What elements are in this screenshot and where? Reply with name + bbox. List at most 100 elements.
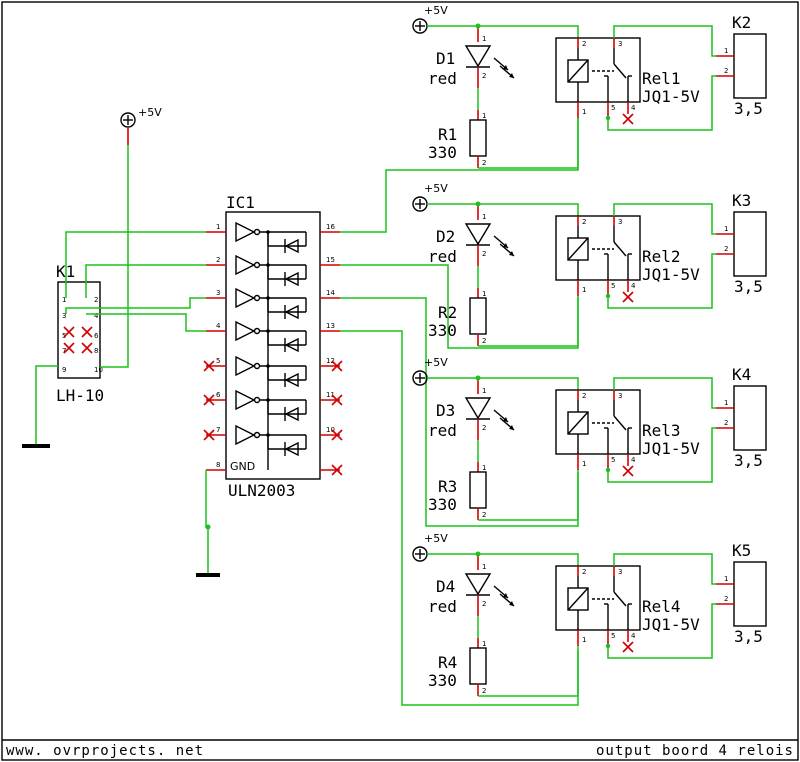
svg-text:2: 2 — [582, 40, 586, 48]
wire-k1-ic-in3 — [65, 297, 206, 314]
svg-text:1: 1 — [482, 640, 486, 648]
relay-value: JQ1-5V — [642, 265, 700, 284]
resistor-value: 330 — [428, 671, 457, 690]
driver-stage-7: 7 10 — [203, 424, 343, 457]
led-color: red — [428, 69, 457, 88]
led-ref: D1 — [436, 49, 455, 68]
wire-out3-relay3 — [340, 297, 579, 527]
svg-text:1: 1 — [582, 286, 586, 294]
ic1-pin-label: 3 — [216, 289, 220, 297]
k1-pin-2: 2 — [94, 296, 98, 304]
unused-pin-mark — [622, 113, 634, 125]
svg-text:2: 2 — [724, 595, 728, 603]
supply-symbol-k1: +5V — [120, 106, 162, 128]
svg-text:1: 1 — [482, 35, 486, 43]
wire-out1-relay1 — [340, 118, 579, 233]
svg-text:1: 1 — [582, 460, 586, 468]
led-color: red — [428, 247, 457, 266]
ic1-pin-label: 5 — [216, 357, 220, 365]
ic1-value: ULN2003 — [228, 481, 295, 500]
supply-label: +5V — [424, 182, 448, 195]
terminal-K3: 12 — [716, 211, 767, 277]
k1-pin-10: 10 — [94, 366, 103, 374]
resistor-R3: 12 — [469, 440, 487, 520]
ground-symbol-ic1 — [196, 470, 220, 577]
resistor-ref: R2 — [438, 303, 457, 322]
svg-text:5: 5 — [611, 456, 615, 464]
svg-text:2: 2 — [482, 687, 486, 695]
terminal-ref: K2 — [732, 13, 751, 32]
k1-pin-7: 7 — [62, 347, 66, 355]
svg-text:2: 2 — [482, 511, 486, 519]
ic1-pin-label: 2 — [216, 256, 220, 264]
terminal-K2: 12 — [716, 33, 767, 99]
relay-value: JQ1-5V — [642, 87, 700, 106]
svg-text:2: 2 — [582, 392, 586, 400]
resistor-R4: 12 — [469, 616, 487, 696]
wire-out4-relay4 — [340, 330, 579, 706]
svg-text:5: 5 — [611, 104, 615, 112]
svg-text:2: 2 — [482, 600, 486, 608]
led-ref: D2 — [436, 227, 455, 246]
svg-text:2: 2 — [724, 67, 728, 75]
relay-ref: Rel2 — [642, 247, 681, 266]
led-ref: D4 — [436, 577, 455, 596]
unused-pin-mark — [203, 394, 215, 406]
ic1-pin-label: 10 — [326, 426, 335, 434]
supply-label: +5V — [424, 4, 448, 17]
unused-pin-mark — [622, 291, 634, 303]
ic1-pin-label: 14 — [326, 289, 335, 297]
k1-pin-6: 6 — [94, 332, 99, 340]
svg-text:2: 2 — [482, 337, 486, 345]
relay-ref: Rel4 — [642, 597, 681, 616]
unused-pin-mark — [622, 465, 634, 477]
svg-text:3: 3 — [618, 568, 622, 576]
svg-text:1: 1 — [724, 47, 728, 55]
ic1-pin-label: 15 — [326, 256, 335, 264]
wire-out2-relay2 — [340, 264, 579, 349]
svg-text:2: 2 — [482, 250, 486, 258]
ic1-pin-label: 13 — [326, 322, 335, 330]
unused-pin-mark — [203, 360, 215, 372]
k1-supply-wire — [100, 145, 129, 368]
ic1-pin-label: 7 — [216, 426, 220, 434]
wire-k1-ic-in2 — [85, 264, 206, 298]
svg-text:1: 1 — [482, 563, 486, 571]
relay-value: JQ1-5V — [642, 615, 700, 634]
k1-value: LH-10 — [56, 386, 104, 405]
terminal-value: 3,5 — [734, 627, 763, 646]
ic1-pin-label: 11 — [326, 391, 335, 399]
svg-text:1: 1 — [482, 387, 486, 395]
terminal-ref: K4 — [732, 365, 751, 384]
relay-ref: Rel1 — [642, 69, 681, 88]
svg-text:2: 2 — [582, 568, 586, 576]
terminal-ref: K5 — [732, 541, 751, 560]
svg-text:2: 2 — [582, 218, 586, 226]
resistor-ref: R1 — [438, 125, 457, 144]
ic1-pin-label: 1 — [216, 223, 220, 231]
footer-right: output boord 4 relois — [596, 743, 794, 759]
svg-text:2: 2 — [482, 159, 486, 167]
k1-unused-pin-marks — [63, 326, 93, 354]
svg-text:2: 2 — [724, 245, 728, 253]
supply-label: +5V — [424, 532, 448, 545]
terminal-value: 3,5 — [734, 99, 763, 118]
svg-text:1: 1 — [482, 464, 486, 472]
svg-text:1: 1 — [482, 112, 486, 120]
resistor-ref: R3 — [438, 477, 457, 496]
wire-k1-ic-in1 — [65, 231, 206, 298]
svg-text:1: 1 — [724, 225, 728, 233]
terminal-ref: K3 — [732, 191, 751, 210]
k1-pin-8: 8 — [94, 347, 98, 355]
supply-label: +5V — [138, 106, 162, 119]
terminal-value: 3,5 — [734, 277, 763, 296]
svg-text:3: 3 — [618, 218, 622, 226]
